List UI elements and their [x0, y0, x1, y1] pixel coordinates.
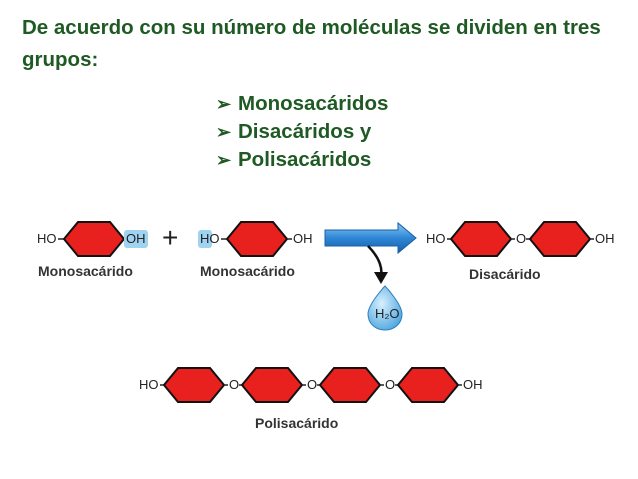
glycosidic-oxygen: O	[229, 377, 239, 392]
sugar-ring	[225, 221, 289, 257]
curved-arrow-head	[374, 272, 388, 284]
glycosidic-oxygen: O	[516, 231, 526, 246]
sugar-ring	[62, 221, 126, 257]
hydroxyl-right: OH	[293, 231, 313, 246]
glycosidic-oxygen: O	[385, 377, 395, 392]
caption-monosaccharide: Monosacárido	[38, 263, 133, 279]
disaccharide: HO O OH Disacárido	[426, 221, 615, 282]
group-label: Monosacáridos	[238, 92, 389, 115]
checkmark-arrow-icon: ➢	[216, 94, 232, 114]
group-label: Polisacáridos	[238, 148, 372, 171]
caption-polysaccharide: Polisacárido	[255, 415, 338, 431]
groups-list: ➢ Monosacáridos ➢ Disacáridos y ➢ Polisacár…	[216, 90, 388, 174]
monosaccharide-2: HO OH Monosacárido	[198, 221, 313, 279]
water-drop-icon: H₂O	[367, 285, 403, 331]
list-item: ➢ Monosacáridos	[216, 90, 388, 118]
caption-disaccharide: Disacárido	[469, 266, 541, 282]
checkmark-arrow-icon: ➢	[216, 150, 232, 170]
hydroxyl-left: HO	[37, 231, 57, 246]
water-label: H₂O	[375, 306, 400, 321]
monosaccharide-1: HO OH Monosacárido	[37, 221, 148, 279]
caption-monosaccharide: Monosacárido	[200, 263, 295, 279]
sugar-ring	[528, 221, 592, 257]
reaction-arrow-icon	[324, 221, 417, 255]
group-label: Disacáridos y	[238, 120, 372, 143]
intro-text: De acuerdo con su número de moléculas se…	[22, 16, 601, 71]
polysaccharide: HO O O O OH Polisacárido	[139, 367, 483, 431]
hydroxyl-right: OH	[595, 231, 615, 246]
hydroxyl-right: OH	[126, 231, 146, 246]
highlight	[124, 230, 148, 248]
checkmark-arrow-icon: ➢	[216, 122, 232, 142]
sugar-ring	[396, 367, 460, 403]
list-item: ➢ Polisacáridos	[216, 146, 388, 174]
hydroxyl-left: HO	[139, 377, 159, 392]
hydroxyl-left: HO	[426, 231, 446, 246]
plus-sign: +	[162, 222, 178, 253]
sugar-ring	[449, 221, 513, 257]
list-item: ➢ Disacáridos y	[216, 118, 388, 146]
sugar-ring	[162, 367, 226, 403]
hydroxyl-left: HO	[200, 231, 220, 246]
sugar-ring	[240, 367, 304, 403]
sugar-ring	[318, 367, 382, 403]
hydroxyl-right: OH	[463, 377, 483, 392]
glycosidic-oxygen: O	[307, 377, 317, 392]
highlight	[198, 230, 212, 248]
